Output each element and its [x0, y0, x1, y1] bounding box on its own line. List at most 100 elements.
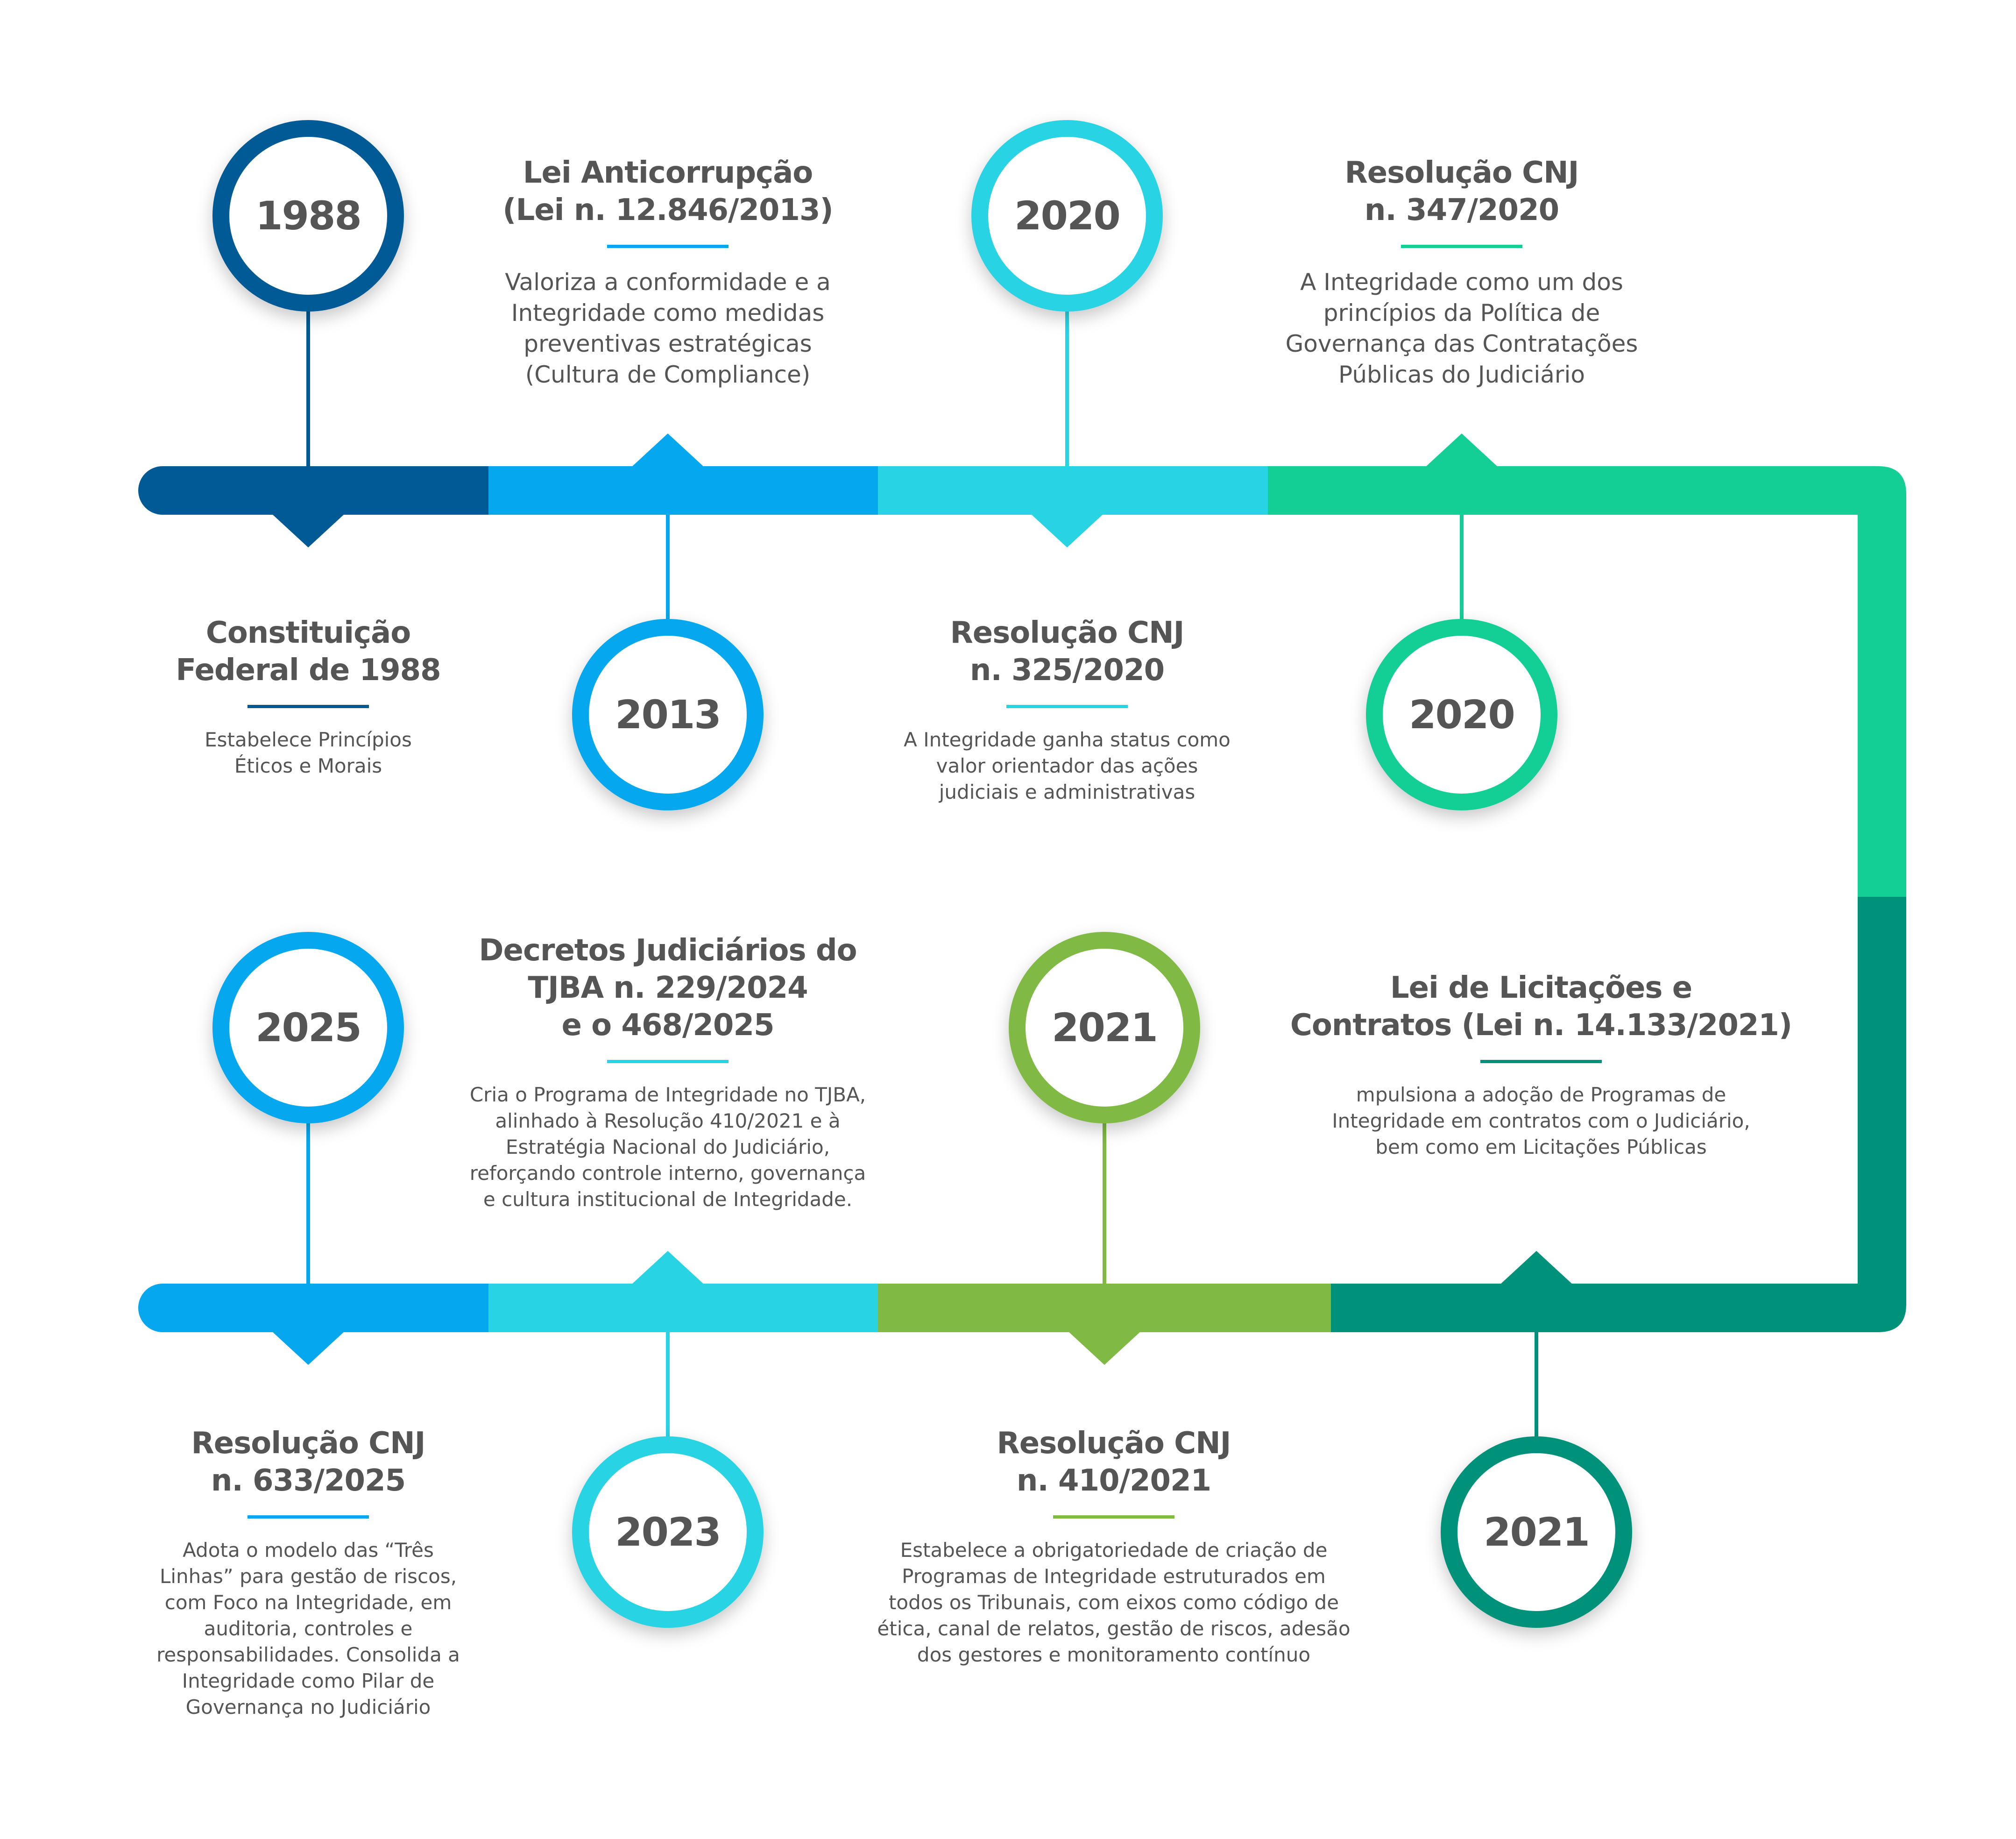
event-description-line: A Integridade ganha status como: [904, 728, 1231, 751]
stem-m2021a: [1103, 1028, 1106, 1308]
stem-m2021b: [1535, 1308, 1538, 1532]
year-circle-m2025: 2025: [212, 932, 404, 1123]
pointer-m2013: [631, 433, 704, 467]
event-title-line: (Lei n. 12.846/2013): [502, 193, 834, 227]
event-description-line: Integridade em contratos com o Judiciári…: [1332, 1109, 1750, 1132]
event-description-line: A Integridade como um dos: [1300, 269, 1623, 296]
event-description-line: Governança no Judiciário: [185, 1696, 431, 1718]
event-title-line: e o 468/2025: [561, 1008, 774, 1043]
pointer-m2020b: [1425, 433, 1498, 467]
event-description-line: auditoria, controles e: [204, 1617, 413, 1640]
event-description-line: Valoriza a conformidade e a: [505, 269, 831, 296]
top-track-segment-2: [488, 466, 878, 515]
pointer-m2021a: [1068, 1331, 1141, 1365]
connector-green: [1268, 466, 1906, 897]
event-description-line: com Foco na Integridade, em: [164, 1591, 452, 1614]
event-description-line: Programas de Integridade estruturados em: [902, 1565, 1326, 1588]
event-description: Estabelece a obrigatoriedade de criação …: [862, 1537, 1366, 1668]
year-label: 2021: [1052, 1005, 1158, 1051]
year-circle-m2023: 2023: [572, 1436, 764, 1628]
year-label: 2021: [1484, 1509, 1590, 1555]
pointer-m2023: [631, 1251, 704, 1285]
pointer-m1988: [272, 514, 345, 547]
event-divider: [607, 1060, 729, 1063]
event-description-line: preventivas estratégicas: [523, 330, 812, 357]
event-description-line: alinhado à Resolução 410/2021 e à: [495, 1109, 841, 1132]
year-label: 2020: [1409, 692, 1515, 738]
event-divider: [607, 245, 729, 248]
connector-teal: [1331, 897, 1906, 1332]
event-description-line: Estabelece a obrigatoriedade de criação …: [900, 1539, 1328, 1562]
top-track-segment-1-body: [163, 466, 488, 515]
event-description: Valoriza a conformidade e a Integridade c…: [434, 267, 901, 390]
event-title-line: Resolução CNJ: [191, 1426, 426, 1461]
year-label: 1988: [255, 193, 362, 239]
event-title-line: n. 325/2020: [969, 653, 1165, 688]
event-divider: [1006, 705, 1128, 708]
event-divider: [248, 705, 369, 708]
event-divider: [248, 1515, 369, 1519]
event-title-line: n. 410/2021: [1016, 1463, 1211, 1498]
event-description-line: dos gestores e monitoramento contínuo: [917, 1643, 1311, 1666]
event-title-line: Decretos Judiciários do: [479, 933, 857, 968]
event-description-line: reforçando controle interno, governança: [469, 1162, 866, 1185]
stem-m2023: [666, 1308, 670, 1532]
event-description-line: ética, canal de relatos, gestão de risco…: [877, 1617, 1351, 1640]
pointer-m2021b: [1500, 1251, 1573, 1285]
stem-m2020b: [1460, 490, 1464, 715]
year-circle-m2013: 2013: [572, 619, 764, 810]
event-description-line: Integridade como Pilar de: [182, 1669, 435, 1692]
year-circle-m2021a: 2021: [1009, 932, 1200, 1123]
year-circle-m2021b: 2021: [1441, 1436, 1632, 1628]
event-description-line: Linhas” para gestão de riscos,: [159, 1565, 457, 1588]
event-description-line: Cria o Programa de Integridade no TJBA,: [469, 1083, 866, 1106]
stem-m2020a: [1065, 216, 1069, 490]
year-label: 2013: [615, 692, 722, 738]
event-description-line: princípios da Política de: [1323, 299, 1600, 327]
event-description-line: Públicas do Judiciário: [1338, 361, 1585, 388]
event-description-line: Integridade como medidas: [511, 299, 825, 327]
year-label: 2020: [1014, 193, 1121, 239]
event-title-line: Lei Anticorrupção: [523, 156, 813, 190]
event-description-line: Adota o modelo das “Três: [183, 1539, 434, 1562]
event-title-line: n. 347/2020: [1364, 193, 1559, 227]
event-divider: [1053, 1515, 1174, 1519]
year-circle-m2020a: 2020: [971, 120, 1163, 312]
year-label: 2023: [615, 1509, 722, 1555]
event-description: A Integridade como um dos princípios da P…: [1228, 267, 1695, 390]
stem-m2013: [666, 490, 670, 715]
event-description: Cria o Programa de Integridade no TJBA, a…: [434, 1082, 901, 1213]
event-title: Lei Anticorrupção(Lei n. 12.846/2013): [434, 154, 901, 229]
event-m2013: Lei Anticorrupção(Lei n. 12.846/2013) Val…: [434, 154, 901, 390]
event-title-line: Contratos (Lei n. 14.133/2021): [1290, 1008, 1792, 1043]
year-label: 2025: [255, 1005, 362, 1051]
event-description: mpulsiona a adoção de Programas de Integr…: [1289, 1082, 1793, 1160]
event-title-line: Constituição: [205, 616, 411, 650]
event-title-line: n. 633/2025: [211, 1463, 406, 1498]
pointer-m2025: [272, 1331, 345, 1365]
event-title-line: TJBA n. 229/2024: [528, 971, 808, 1005]
event-description-line: responsabilidades. Consolida a: [156, 1643, 460, 1666]
event-description-line: mpulsiona a adoção de Programas de: [1356, 1083, 1726, 1106]
bottom-track-segment-2: [488, 1284, 878, 1332]
event-description-line: Estratégia Nacional do Judiciário,: [505, 1136, 830, 1158]
pointer-m2020a: [1031, 514, 1103, 547]
event-description-line: judiciais e administrativas: [939, 781, 1195, 803]
